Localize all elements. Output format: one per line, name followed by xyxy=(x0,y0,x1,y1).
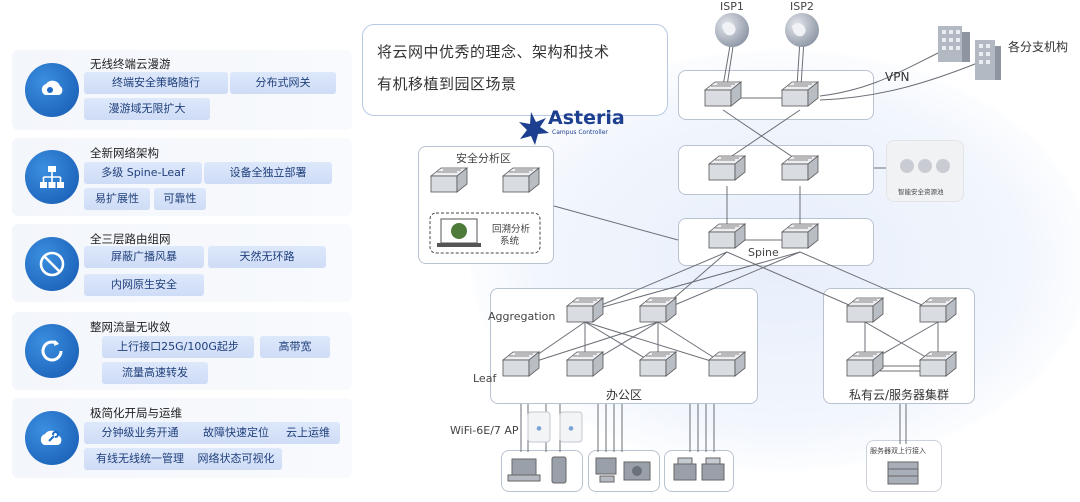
spine-group xyxy=(678,218,874,266)
feature-tag: 易扩展性 xyxy=(84,188,150,210)
feature-tag: 故障快速定位 xyxy=(190,422,282,444)
feature-title: 全新网络架构 xyxy=(90,146,159,160)
isp2-label: ISP2 xyxy=(790,0,814,13)
security-pool-label: 智能安全资源池 xyxy=(898,188,944,196)
concept-callout: 将云网中优秀的理念、架构和技术 有机移植到园区场景 xyxy=(362,24,668,116)
wifi-ap-label: WiFi-6E/7 AP xyxy=(450,424,519,437)
feature-title: 极简化开局与运维 xyxy=(90,406,182,420)
isp1-globe-icon xyxy=(715,13,749,47)
prohibit-icon xyxy=(25,237,79,291)
feature-tag: 设备全独立部署 xyxy=(204,162,332,184)
aggregation-label: Aggregation xyxy=(488,310,556,323)
server-uplink-label: 服务器双上行接入 xyxy=(870,447,926,455)
switch-icon xyxy=(638,351,678,377)
switch-icon xyxy=(918,297,958,323)
feature-tag: 天然无环路 xyxy=(208,246,326,268)
leaf-label: Leaf xyxy=(473,372,497,385)
feature-card-traffic: 整网流量无收敛 上行接口25G/100G起步 高带宽 流量高速转发 xyxy=(12,312,352,390)
switch-icon xyxy=(429,167,469,193)
feature-tag: 可靠性 xyxy=(154,188,206,210)
laptop-icon xyxy=(507,458,541,482)
feature-title: 无线终端云漫游 xyxy=(90,57,171,71)
feature-title: 全三层路由组网 xyxy=(90,232,171,246)
svg-text:●: ● xyxy=(536,425,541,432)
server-uplink-box xyxy=(866,440,942,492)
isp1-label: ISP1 xyxy=(720,0,744,13)
printer-icon xyxy=(701,457,725,481)
switch-icon xyxy=(780,155,820,181)
feature-tag: 有线无线统一管理 xyxy=(84,448,196,470)
wifi-ap-icon: ● xyxy=(527,411,551,443)
asteria-logo-name: Asteria xyxy=(548,107,625,129)
switch-icon xyxy=(780,81,820,107)
switch-icon xyxy=(707,155,747,181)
feature-card-routing: 全三层路由组网 屏蔽广播风暴 天然无环路 内网原生安全 xyxy=(12,224,352,302)
cloud-wrench-icon xyxy=(25,411,79,465)
spine-label: Spine xyxy=(748,246,779,259)
security-pool-box xyxy=(886,140,964,202)
feature-tag: 高带宽 xyxy=(260,336,330,358)
security-zone-label: 安全分析区 xyxy=(456,152,511,165)
backtrack-label-1: 回溯分析 xyxy=(492,224,531,235)
switch-icon xyxy=(845,297,885,323)
branch-label: 各分支机构 xyxy=(1008,40,1069,54)
vpn-label: VPN xyxy=(885,70,910,84)
refresh-ring-icon xyxy=(25,324,79,378)
isp-router-group xyxy=(678,70,874,120)
server-icon xyxy=(887,461,919,485)
switch-icon xyxy=(501,167,541,193)
asteria-logo-subtitle: Campus Controller xyxy=(552,129,608,136)
switch-icon xyxy=(707,223,747,249)
feature-tag: 屏蔽广播风暴 xyxy=(84,246,204,268)
backtrack-label-2: 系统 xyxy=(500,236,520,247)
switch-icon xyxy=(703,81,743,107)
wifi-ap-icon: ● xyxy=(559,411,583,443)
feature-tag: 分钟级业务开通 xyxy=(84,422,196,444)
feature-title: 整网流量无收敛 xyxy=(90,320,171,334)
switch-icon xyxy=(845,351,885,377)
feature-tag: 分布式网关 xyxy=(230,72,336,94)
printer-icon xyxy=(673,457,697,481)
isp2-globe-icon xyxy=(785,13,819,47)
private-cloud-label: 私有云/服务器集群 xyxy=(849,388,950,402)
callout-line-2: 有机移植到园区场景 xyxy=(377,75,517,93)
switch-icon xyxy=(565,351,605,377)
feature-card-operations: 极简化开局与运维 分钟级业务开通 故障快速定位 云上运维 有线无线统一管理 网络… xyxy=(12,398,352,478)
switch-icon xyxy=(501,351,541,377)
switch-icon xyxy=(638,297,678,323)
desktop-icon xyxy=(595,457,617,483)
camera-icon xyxy=(623,461,651,481)
feature-tag: 流量高速转发 xyxy=(102,362,208,384)
callout-line-1: 将云网中优秀的理念、架构和技术 xyxy=(377,43,610,61)
network-tree-icon xyxy=(25,150,79,204)
branch-building-icon xyxy=(938,26,1001,80)
feature-tag: 多级 Spine-Leaf xyxy=(84,162,202,184)
feature-tag: 内网原生安全 xyxy=(84,274,204,296)
feature-card-roaming: 无线终端云漫游 终端安全策略随行 分布式网关 漫游域无限扩大 xyxy=(12,50,352,130)
switch-icon xyxy=(707,351,747,377)
switch-icon xyxy=(780,223,820,249)
backtrack-monitor-icon xyxy=(429,212,541,254)
phone-icon xyxy=(551,456,567,484)
switch-icon xyxy=(918,351,958,377)
feature-tag: 漫游域无限扩大 xyxy=(84,98,210,120)
feature-tag: 上行接口25G/100G起步 xyxy=(102,336,254,358)
svg-text:●: ● xyxy=(568,425,573,432)
feature-tag: 云上运维 xyxy=(276,422,340,444)
feature-tag: 网络状态可视化 xyxy=(190,448,282,470)
cloud-roam-icon xyxy=(25,63,79,117)
office-label: 办公区 xyxy=(606,388,643,402)
feature-tag: 终端安全策略随行 xyxy=(84,72,228,94)
feature-card-architecture: 全新网络架构 多级 Spine-Leaf 设备全独立部署 易扩展性 可靠性 xyxy=(12,138,352,216)
switch-icon xyxy=(565,297,605,323)
security-pool-icon xyxy=(900,159,950,173)
